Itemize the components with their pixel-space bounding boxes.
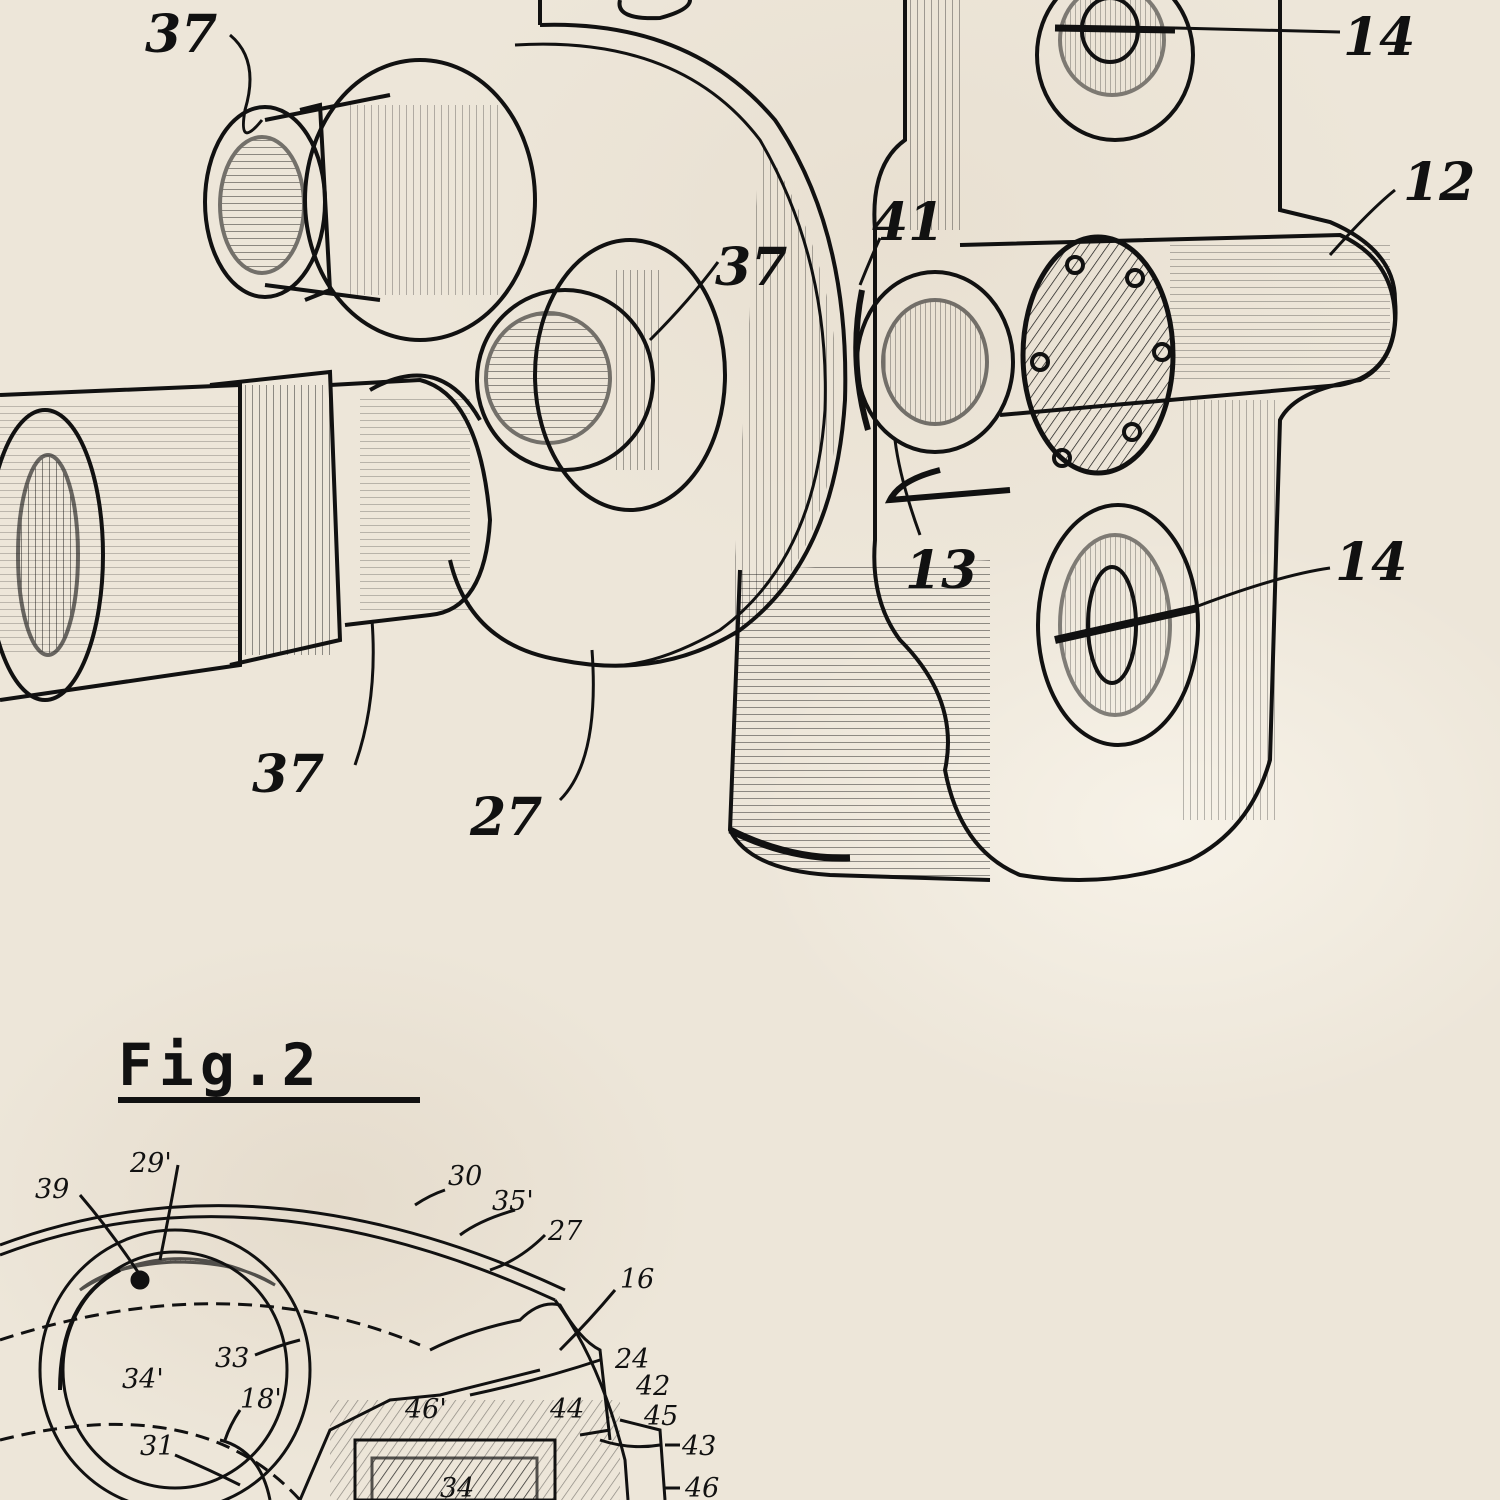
fig2-reference-numerals: 29' 39 30 35' 27 16 33 34' 24 18' 46' 44… <box>35 1148 719 1500</box>
label-31: 31 <box>140 1431 174 1462</box>
label-29prime: 29' <box>129 1148 172 1179</box>
label-12: 12 <box>1403 152 1475 213</box>
fig1-leader-lines <box>229 26 1396 802</box>
figure-title: Fig.2 <box>118 1031 323 1099</box>
label-34prime: 34' <box>122 1364 164 1395</box>
label-33: 33 <box>215 1343 249 1374</box>
label-45: 45 <box>643 1401 678 1432</box>
lens-long-barrel <box>0 369 493 702</box>
lens-turret-disk <box>448 0 848 668</box>
fig1-reference-numerals: 37 14 12 41 37 13 14 37 27 <box>145 4 1475 848</box>
label-37-bottom: 37 <box>252 744 324 805</box>
label-46: 46 <box>684 1473 719 1500</box>
label-16: 16 <box>620 1264 654 1295</box>
label-14-bottom: 14 <box>1335 532 1407 593</box>
label-37-top: 37 <box>145 4 217 65</box>
label-24: 24 <box>614 1344 649 1375</box>
fig1-camera-drawing <box>0 0 1398 882</box>
label-42: 42 <box>635 1371 670 1402</box>
label-43: 43 <box>681 1431 716 1462</box>
label-46prime: 46' <box>404 1394 447 1425</box>
label-44: 44 <box>549 1394 584 1425</box>
viewfinder-cylinder <box>959 232 1398 476</box>
label-30: 30 <box>448 1161 482 1192</box>
label-37-center: 37 <box>715 237 787 298</box>
viewfinder-lens <box>853 270 1015 454</box>
label-39: 39 <box>35 1174 69 1205</box>
label-27-fig2: 27 <box>547 1216 583 1247</box>
winding-key-top <box>1035 0 1195 142</box>
fig2-section-drawing <box>0 1164 680 1500</box>
fig2-title: Fig.2 <box>118 1031 420 1103</box>
label-27: 27 <box>469 787 542 848</box>
label-34: 34 <box>440 1473 474 1500</box>
winding-key-bottom <box>1036 503 1200 747</box>
label-35prime: 35' <box>492 1186 534 1217</box>
lens-center <box>475 238 727 512</box>
label-13: 13 <box>905 540 977 601</box>
spool-drum <box>727 560 991 882</box>
label-41: 41 <box>872 192 944 253</box>
label-14-top: 14 <box>1343 7 1415 68</box>
label-18prime: 18' <box>240 1384 282 1415</box>
lens-upper-left <box>203 58 537 342</box>
